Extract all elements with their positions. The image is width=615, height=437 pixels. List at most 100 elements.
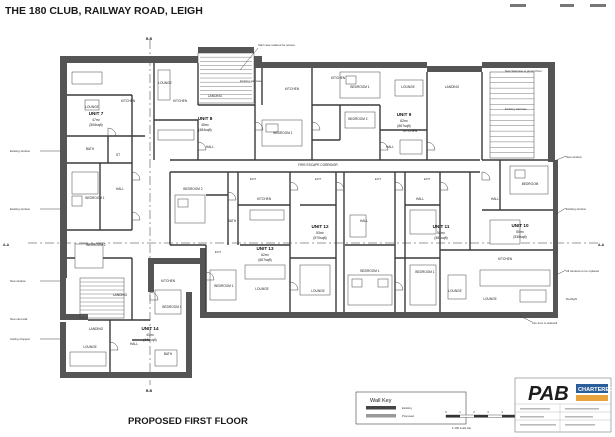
svg-text:BEDROOM 1: BEDROOM 1 <box>350 85 369 89</box>
svg-text:HALL: HALL <box>491 197 499 201</box>
svg-text:UNIT 11: UNIT 11 <box>433 224 450 229</box>
unit-7-label: UNIT 7 47m² (506sqft) <box>89 111 104 127</box>
svg-text:62m²: 62m² <box>261 253 270 257</box>
room-labels: LOUNGE KITCHEN BATH ST BEDROOM 1 HALL BE… <box>83 76 538 356</box>
exit-label: EXIT <box>315 177 322 181</box>
svg-text:LOUNGE: LOUNGE <box>311 289 324 293</box>
svg-text:(441sqft): (441sqft) <box>143 338 156 342</box>
svg-text:HALL: HALL <box>206 145 214 149</box>
svg-text:BEDROOM 2: BEDROOM 2 <box>183 187 202 191</box>
svg-text:Rooflight: Rooflight <box>566 297 577 301</box>
svg-text:New stud wall: New stud wall <box>10 317 28 321</box>
svg-text:53m²: 53m² <box>316 231 325 235</box>
svg-text:BEDROOM 1: BEDROOM 1 <box>360 269 379 273</box>
scale-tick-label: 1 <box>459 410 461 414</box>
unit-11-label: UNIT 11 54m² (581sqft) <box>433 224 450 240</box>
svg-text:BEDROOM 1: BEDROOM 1 <box>273 131 292 135</box>
svg-text:UNIT 14: UNIT 14 <box>141 326 159 331</box>
pab-logo: PAB CHARTERED <box>528 383 613 405</box>
svg-text:Proposed: Proposed <box>402 414 414 418</box>
svg-text:41m²: 41m² <box>146 333 155 337</box>
scale-tick-label: 2 <box>473 410 475 414</box>
svg-text:New window: New window <box>10 279 27 283</box>
svg-text:Existing window: Existing window <box>10 149 31 153</box>
svg-text:HALL: HALL <box>416 197 424 201</box>
svg-text:ST: ST <box>116 153 120 157</box>
exit-label: EXIT <box>375 177 382 181</box>
unit-labels: UNIT 7 47m² (506sqft) UNIT 8 45m² (484sq… <box>89 111 529 342</box>
scale-tick-label: 4 <box>501 410 503 414</box>
svg-text:PAB: PAB <box>528 383 569 405</box>
svg-text:1:100 scale bar: 1:100 scale bar <box>452 426 471 430</box>
svg-text:New window: New window <box>566 155 583 159</box>
exit-label: EXIT <box>424 177 431 181</box>
wall-key: Wall Key Existing Proposed <box>355 391 467 425</box>
svg-text:Ceiling dropped: Ceiling dropped <box>10 337 30 341</box>
unit-9-label: UNIT 9 62m² (667sqft) <box>397 112 412 128</box>
svg-text:LOUNGE: LOUNGE <box>483 297 496 301</box>
svg-text:UNIT 9: UNIT 9 <box>397 112 412 117</box>
section-lines <box>28 40 600 385</box>
svg-text:LOUNGE: LOUNGE <box>448 289 461 293</box>
svg-text:BEDROOM 1: BEDROOM 1 <box>415 270 434 274</box>
svg-text:BEDROOM: BEDROOM <box>522 182 539 186</box>
unit-10-label: UNIT 10 50m² (538sqft) <box>511 223 529 239</box>
section-a-left: A-A <box>3 243 10 247</box>
scale-tick-label: 0 <box>445 410 447 414</box>
svg-text:50m²: 50m² <box>516 230 525 234</box>
svg-text:62m²: 62m² <box>400 119 409 123</box>
svg-text:New Staircase to ground floor: New Staircase to ground floor <box>505 69 542 73</box>
svg-text:(667sqft): (667sqft) <box>258 258 271 262</box>
svg-text:LOUNGE: LOUNGE <box>85 105 98 109</box>
svg-text:54m²: 54m² <box>437 231 446 235</box>
unit-12-label: UNIT 12 53m² (570sqft) <box>311 224 329 240</box>
svg-text:BEDROOM 2: BEDROOM 2 <box>86 243 105 247</box>
exit-label: EXIT <box>215 250 222 254</box>
scale-tick-label: 3 <box>487 410 489 414</box>
svg-text:Existing staircase: Existing staircase <box>505 107 527 111</box>
annotations: Stair case retained for access Existing … <box>10 43 600 341</box>
svg-text:All windows to be replaced: All windows to be replaced <box>566 269 600 273</box>
svg-text:BEDROOM 1: BEDROOM 1 <box>214 284 233 288</box>
svg-text:Fire door to stairwell: Fire door to stairwell <box>532 321 558 325</box>
svg-text:BEDROOM 1: BEDROOM 1 <box>85 196 104 200</box>
door-swings <box>107 121 491 351</box>
svg-text:UNIT 13: UNIT 13 <box>256 246 274 251</box>
svg-text:KITCHEN: KITCHEN <box>498 257 513 261</box>
svg-text:(581sqft): (581sqft) <box>434 236 447 240</box>
svg-text:UNIT 8: UNIT 8 <box>198 116 213 121</box>
svg-text:LOUNGE: LOUNGE <box>158 81 171 85</box>
internal-partitions <box>67 63 553 372</box>
svg-text:Existing: Existing <box>402 406 412 410</box>
sheet-title: THE 180 CLUB, RAILWAY ROAD, LEIGH <box>5 5 203 17</box>
svg-text:LOUNGE: LOUNGE <box>401 85 414 89</box>
svg-text:LANDING: LANDING <box>445 85 460 89</box>
svg-text:45m²: 45m² <box>201 123 210 127</box>
svg-text:(570sqft): (570sqft) <box>313 236 326 240</box>
unit-14-label: UNIT 14 41m² (441sqft) <box>141 326 159 342</box>
svg-text:(538sqft): (538sqft) <box>513 235 526 239</box>
sheet-header-tags <box>510 4 606 7</box>
svg-text:KITCHEN: KITCHEN <box>285 87 300 91</box>
svg-text:BATH: BATH <box>86 147 95 151</box>
external-walls <box>60 47 558 378</box>
corridor-label: FIRE ESCAPE CORRIDOR <box>298 163 338 167</box>
section-b-bottom: B-B <box>146 389 153 393</box>
svg-text:BATH: BATH <box>228 219 237 223</box>
svg-text:Stair case retained for access: Stair case retained for access <box>258 43 295 47</box>
svg-text:LOUNGE: LOUNGE <box>255 287 268 291</box>
svg-text:Wall Key: Wall Key <box>370 398 392 404</box>
svg-text:BATH: BATH <box>164 352 173 356</box>
svg-text:LANDING: LANDING <box>208 94 223 98</box>
svg-text:LOUNGE: LOUNGE <box>83 345 96 349</box>
svg-text:KITCHEN: KITCHEN <box>257 197 272 201</box>
svg-text:LANDING: LANDING <box>113 293 128 297</box>
unit-8-label: UNIT 8 45m² (484sqft) <box>198 116 213 132</box>
svg-text:KITCHEN: KITCHEN <box>161 279 176 283</box>
svg-text:Existing staircase: Existing staircase <box>240 79 262 83</box>
svg-text:Existing window: Existing window <box>10 207 31 211</box>
svg-text:HALL: HALL <box>386 145 394 149</box>
svg-text:HALL: HALL <box>116 187 124 191</box>
